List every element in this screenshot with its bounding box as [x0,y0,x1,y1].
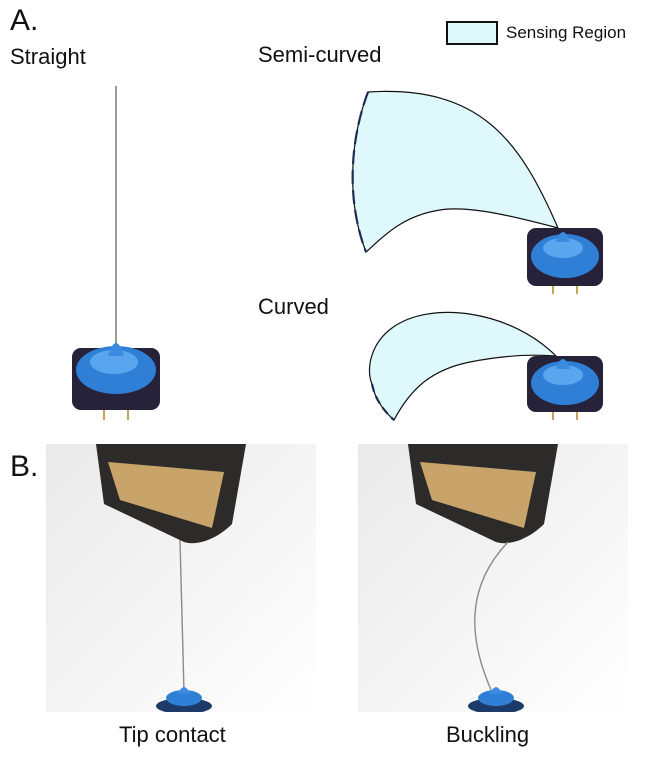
curved-label: Curved [258,294,329,319]
semi-curved-whisker-arc [351,91,370,253]
semi-curved-sensor [527,228,603,294]
buckling-photo [358,444,628,712]
panel-a-label: A. [10,4,39,37]
tip-contact-caption: Tip contact [119,722,226,747]
panel-a-illustration [72,86,603,421]
tip-contact-photo [46,444,316,712]
buckling-caption: Buckling [446,722,530,747]
panel-b-label: B. [10,450,39,483]
legend-label: Sensing Region [506,23,627,42]
legend-swatch-sensing-region [446,21,498,45]
semi-curved-sensing-region [352,90,560,254]
straight-label: Straight [10,44,86,69]
curved-sensor [527,356,603,420]
legend: Sensing Region [446,18,626,48]
straight-sensor [72,343,160,420]
curved-whisker-arc [370,383,395,421]
semi-curved-label: Semi-curved [258,42,382,67]
